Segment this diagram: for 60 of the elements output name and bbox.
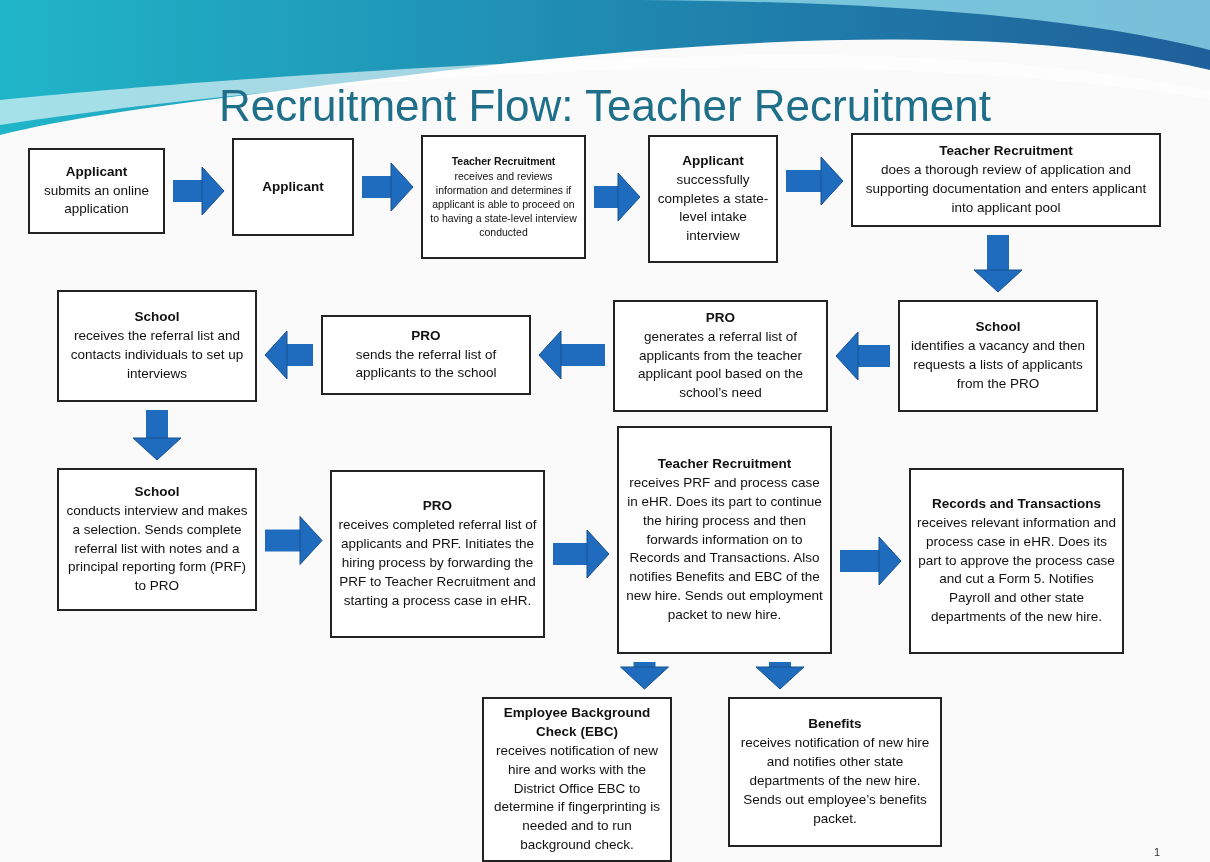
block-arrow: [132, 410, 182, 461]
block-arrow: [264, 330, 313, 380]
box-heading: School: [134, 482, 180, 501]
process-box: [232, 138, 354, 236]
process-box: [648, 135, 778, 263]
box-heading: Benefits: [808, 715, 862, 734]
page-number: 1: [1154, 846, 1161, 858]
box-text: receives PRF and process case in eHR. Does its part to continue the hiring process and then forwards information on to Records and Transactions. Also notifies Benefits and EBC of the new hire. Sends out employment packet to new hire.: [625, 473, 824, 625]
box-text: does a thorough review of application and supporting documentation and enters applicant into applicant pool: [864, 161, 1148, 217]
process-box: [330, 470, 545, 638]
box-text: receives notification of new hire and works with the District Office EBC to determine if fingerprinting is needed and to run background check.: [493, 741, 661, 855]
process-box: [909, 468, 1124, 654]
box-text: conducts interview and makes a selection. Sends complete referral list with notes and a principal reporting form (PRF) to PRO: [65, 501, 249, 596]
process-box: [28, 148, 165, 234]
box-heading: Applicant: [262, 177, 324, 196]
box-text: identifies a vacancy and then requests a lists of applicants from the PRO: [909, 337, 1087, 393]
box-text: generates a referral list of applicants from the teacher applicant pool based on the school’s need: [636, 327, 805, 403]
box-heading: Applicant: [682, 151, 744, 170]
block-arrow: [173, 166, 225, 216]
process-box: [617, 426, 832, 654]
process-box: [851, 133, 1161, 227]
box-text: submits an online application: [42, 181, 151, 219]
box-text: receives the referral list and contacts individuals to set up interviews: [69, 327, 245, 383]
box-heading: Teacher Recruitment: [939, 142, 1073, 161]
box-heading: Teacher Recruitment: [451, 154, 556, 169]
box-heading: Applicant: [65, 162, 128, 181]
block-arrow: [265, 516, 323, 565]
process-box: [421, 135, 586, 259]
box-heading: PRO: [705, 308, 736, 327]
box-text: sends the referral list of applicants to the school: [354, 345, 498, 383]
process-box: [728, 697, 942, 847]
process-box: [57, 290, 257, 402]
box-text: receives notification of new hire and notifies other state departments of the new hire. Sends out employee’s benefits packet.: [739, 734, 931, 828]
box-text: receives and reviews information and determines if applicant is able to proceed on to having a state-level interview conducted: [429, 168, 578, 240]
block-arrow: [973, 235, 1023, 293]
block-arrow: [362, 162, 414, 212]
block-arrow: [538, 330, 605, 380]
box-text: receives relevant information and process case in eHR. Does its part to approve the process case and cut a Form 5. Notifies Payroll and other state departments of the new hire.: [917, 513, 1116, 627]
box-heading: Records and Transactions: [932, 494, 1101, 513]
title: Recruitment Flow: Teacher Recruitment: [218, 80, 992, 132]
block-arrow: [594, 172, 641, 222]
box-heading: School: [134, 308, 180, 327]
process-box: [898, 300, 1098, 412]
process-box: [321, 315, 531, 395]
box-text: receives completed referral list of applicants and PRF. Initiates the hiring process by forwarding the PRF to Teacher Recruitment and starting a process case in eHR.: [338, 516, 537, 610]
box-text: successfully completes a state-level intake interview: [656, 170, 770, 246]
block-arrow: [755, 662, 805, 690]
box-heading: Teacher Recruitment: [657, 455, 792, 473]
block-arrow: [620, 662, 669, 690]
process-box: [613, 300, 828, 412]
block-arrow: [786, 156, 844, 206]
box-heading: Employee Background Check (EBC): [502, 703, 652, 741]
box-heading: PRO: [422, 497, 453, 516]
block-arrow: [840, 536, 902, 586]
process-box: [57, 468, 257, 611]
process-box: [482, 697, 672, 862]
box-heading: School: [975, 318, 1021, 337]
box-heading: PRO: [411, 326, 441, 345]
block-arrow: [835, 331, 890, 381]
block-arrow: [553, 529, 610, 579]
